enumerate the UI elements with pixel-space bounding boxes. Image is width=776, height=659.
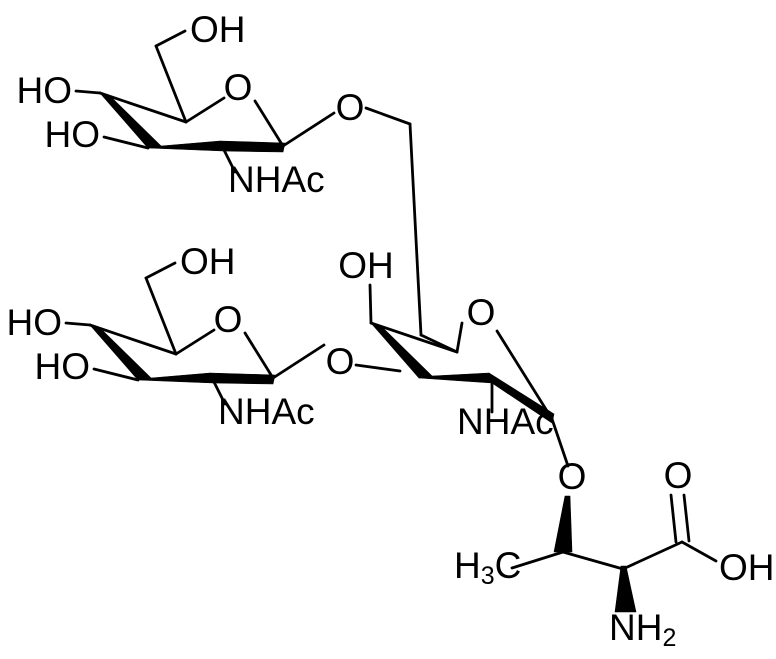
label-mid-ring-ring-o: O	[214, 299, 243, 340]
thr-bond-cbeta-calpha	[561, 550, 625, 571]
mid-ring-bond-c4-c5	[88, 323, 178, 356]
thr-bond-cbeta-methyl	[510, 550, 565, 570]
mid-ring-bond-c2-n	[211, 378, 227, 406]
label-core-ring-c6-oh: OH	[338, 245, 394, 286]
label-top-ring-nhac: NHAc	[228, 159, 325, 200]
mid-ring-bond-c5-c6	[144, 276, 178, 356]
label-core-anomeric-o: O	[558, 456, 587, 497]
label-top-ring-c6-oh: OH	[190, 9, 246, 50]
linkage-top-to-core	[364, 106, 423, 337]
top-ring-bond-c2-n	[221, 146, 237, 174]
core-ring-bond-c5-o6	[368, 283, 373, 325]
linkage-o-to-core-c3	[354, 363, 402, 373]
label-mid-ring-c6-oh: OH	[180, 241, 236, 282]
linkage-o-to-c6-upper	[364, 106, 412, 126]
label-thr-hydroxyl: OH	[719, 547, 775, 588]
core-ring-bond-c1-o-anomeric	[550, 417, 570, 468]
label-thr-carbonyl-o: O	[664, 455, 693, 496]
mid-ring-bond-c1-oglyc	[271, 343, 326, 380]
top-ring-bold-c3-c2	[147, 140, 224, 152]
core-ring-bond-c4-c5	[369, 321, 459, 354]
label-mid-ring-o4-ho: HO	[7, 302, 63, 343]
top-ring-bond-c1-oglyc	[281, 111, 336, 148]
mid-ring-bond-c5-o5	[174, 328, 216, 356]
label-mid-ring-o3-ho: HO	[35, 346, 91, 387]
top-left-sugar-ring: OH HO HO O NHAc O	[17, 9, 365, 200]
thr-wedge-calpha-to-nh2	[614, 565, 637, 613]
mid-ring-bond-c6-o6	[144, 261, 177, 280]
top-ring-bond-c4-c5	[98, 91, 188, 124]
threonine-residue: H3C O OH NH2	[454, 455, 775, 652]
thr-bond-co-double-b	[682, 493, 691, 543]
core-ring-bond-c6-join	[419, 333, 459, 354]
label-top-ring-o3-ho: HO	[45, 114, 101, 155]
linkage-mid-to-core	[354, 363, 402, 373]
thr-bond-co-double-a	[669, 493, 678, 544]
core-sugar-ring: OH O NHAc O	[338, 245, 586, 497]
core-ring-bold-c2-c1	[488, 372, 555, 424]
mid-ring-bond-c4-o4	[64, 321, 92, 327]
top-ring-bond-c3-o3	[102, 135, 150, 150]
label-mid-ring-nhac: NHAc	[218, 391, 315, 432]
top-ring-bond-c5-c6	[154, 44, 188, 124]
label-top-ring-o4-ho: HO	[17, 70, 73, 111]
label-top-ring-ring-o: O	[224, 67, 253, 108]
label-core-ring-nhac: NHAc	[457, 401, 554, 442]
linkage-c6-vertical	[408, 122, 423, 337]
top-ring-bond-c5-o5	[184, 96, 226, 124]
core-ring-bold-c4-c3	[370, 322, 433, 379]
top-ring-bold-c2-c1	[219, 140, 286, 153]
top-ring-bond-c6-o6	[154, 29, 187, 48]
core-ring-bond-o5-c1	[495, 329, 554, 421]
core-ring-bond-c5-o5	[455, 321, 464, 354]
label-mid-ring-glycosidic-o: O	[326, 341, 355, 382]
label-top-ring-glycosidic-o: O	[336, 87, 365, 128]
label-thr-methyl: H3C	[454, 545, 521, 590]
mid-ring-bond-o5-c1	[243, 331, 275, 380]
label-core-ring-ring-o: O	[467, 292, 496, 333]
thr-bond-calpha-ccarbonyl	[621, 540, 684, 571]
top-ring-bold-c4-c3	[99, 92, 162, 149]
mid-ring-bold-c2-c1	[209, 372, 276, 385]
thr-wedge-o-to-cbeta	[553, 495, 573, 553]
mid-ring-bond-c3-o3	[92, 367, 140, 382]
thr-bond-c-oh	[680, 540, 718, 563]
mid-ring-bold-c3-c2	[137, 372, 214, 384]
middle-left-sugar-ring: OH HO HO O NHAc O	[7, 241, 355, 432]
top-ring-bond-c4-o4	[74, 89, 102, 95]
top-ring-bond-o5-c1	[253, 99, 285, 148]
label-thr-amine: NH2	[609, 607, 676, 652]
mid-ring-bold-c4-c3	[89, 324, 152, 381]
